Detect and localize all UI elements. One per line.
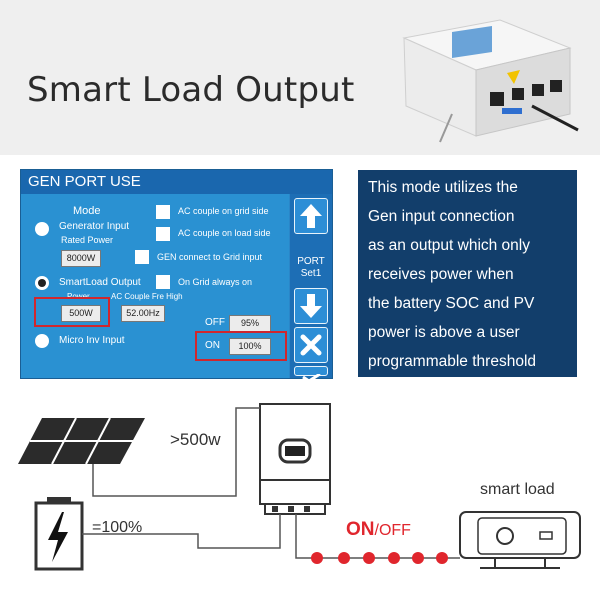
pv-power-label: >500w [170,430,221,449]
on-status-text: ON [346,519,375,540]
screen-title: GEN PORT USE [28,173,141,190]
battery-soc-label: =100% [92,519,143,536]
up-arrow-icon [300,204,322,228]
check-icon [302,372,321,383]
down-arrow-button[interactable] [294,288,328,324]
micro-inv-input-label: Micro Inv Input [59,335,125,346]
power-highlight [34,297,110,327]
smartload-output-radio[interactable] [35,276,49,290]
ac-couple-fre-field[interactable]: 52.00Hz [121,305,165,322]
smart-load-label: smart load [480,481,555,498]
screen-body: Mode Generator Input Rated Power 8000W S… [21,194,289,378]
power-flow-dots [311,552,448,564]
solar-panel-icon [18,417,145,465]
close-icon [300,334,322,356]
up-arrow-button[interactable] [294,198,328,234]
description-line: as an output which only [368,237,530,254]
on-grid-always-on-label: On Grid always on [178,277,253,287]
on-threshold-field[interactable]: 100% [229,338,271,355]
description-line: Gen input connection [368,208,515,225]
description-line: This mode utilizes the [368,179,518,196]
gen-connect-grid-label: GEN connect to Grid input [157,252,263,262]
ac-couple-load-side-label: AC couple on load side [178,228,271,238]
ac-couple-grid-side-checkbox[interactable] [156,205,170,219]
off-threshold-field[interactable]: 95% [229,315,271,332]
down-arrow-icon [300,294,322,318]
ac-couple-load-side-checkbox[interactable] [156,227,170,241]
generator-input-label: Generator Input [59,221,130,232]
description-line: power is above a user [368,324,520,341]
description-line: programmable threshold [368,353,537,370]
port-label-line1: PORT [297,256,325,267]
on-threshold-highlight [195,331,287,361]
screen-header: GEN PORT USE [21,170,332,194]
ac-couple-grid-side-label: AC couple on grid side [178,206,269,216]
inverter-icon [259,403,331,515]
on-label: ON [205,340,220,351]
gen-connect-grid-checkbox[interactable] [135,250,149,264]
wiring-diagram [18,403,581,571]
page-title: Smart Load Output [27,70,355,110]
smartload-output-label: SmartLoad Output [59,277,141,288]
battery-icon [34,497,84,571]
power-field[interactable]: 500W [61,305,101,322]
description-line: the battery SOC and PV [368,295,535,312]
mode-label: Mode [73,205,101,217]
header-banner: Smart Load Output [0,0,600,155]
rated-power-label: Rated Power [61,235,114,245]
off-label: OFF [205,317,225,328]
ac-couple-fre-high-label: AC Couple Fre High [111,292,183,301]
port-label-line2: Set1 [300,268,322,279]
side-button-panel: PORT Set1 [290,194,332,383]
description-line: receives power when [368,266,514,283]
gen-port-screen: GEN PORT USE Mode Generator Input Rated … [20,169,333,383]
on-off-status: ON/OFF [346,519,411,541]
cancel-button[interactable] [294,327,328,363]
generator-input-radio[interactable] [35,222,49,236]
rated-power-field[interactable]: 8000W [61,250,101,267]
off-status-text: /OFF [374,522,411,539]
power-label: Power [67,292,90,301]
smart-load-icon [459,511,581,569]
micro-inv-input-radio[interactable] [35,334,49,348]
description-box: This mode utilizes the Gen input connect… [358,170,577,377]
inverter-photo [402,19,579,143]
confirm-button[interactable] [294,366,328,383]
on-grid-always-on-checkbox[interactable] [156,275,170,289]
port-set-label: PORT Set1 [290,256,332,280]
